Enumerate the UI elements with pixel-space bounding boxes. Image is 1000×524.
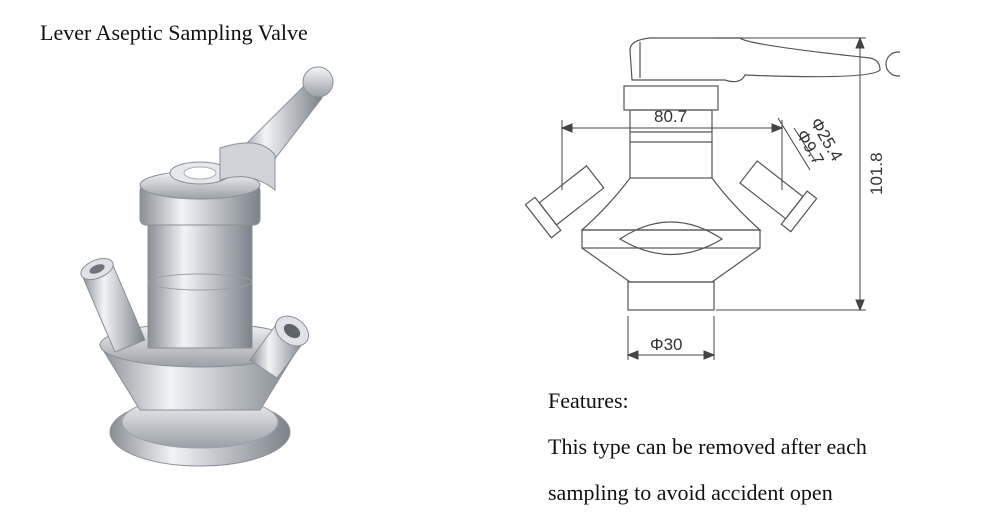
drawing-cylinder	[629, 109, 713, 179]
features-line-2: sampling to avoid accident open	[548, 480, 833, 505]
drawing-right-nozzle	[739, 160, 818, 233]
page-title: Lever Aseptic Sampling Valve	[40, 20, 308, 45]
technical-drawing: 80.7 Φ25.4 Φ9.7 101.8 Φ30	[524, 36, 900, 360]
features-section: Features: This type can be removed after…	[548, 378, 988, 516]
dim-width-label: 80.7	[654, 107, 687, 126]
valve-photo	[80, 66, 334, 467]
photo-cylinder	[147, 219, 253, 349]
drawing-lever	[629, 37, 881, 83]
photo-lever-handle	[219, 66, 334, 192]
photo-left-nozzle	[80, 258, 146, 353]
drawing-left-nozzle	[524, 165, 605, 239]
drawing-knob	[885, 51, 900, 77]
dim-height-label: 101.8	[867, 152, 886, 195]
photo-right-nozzle	[249, 315, 310, 379]
drawing-bottom-spigot	[627, 281, 715, 311]
features-heading: Features:	[548, 388, 629, 413]
dim-bottom-diameter-label: Φ30	[650, 335, 682, 354]
features-line-1: This type can be removed after each	[548, 434, 867, 459]
